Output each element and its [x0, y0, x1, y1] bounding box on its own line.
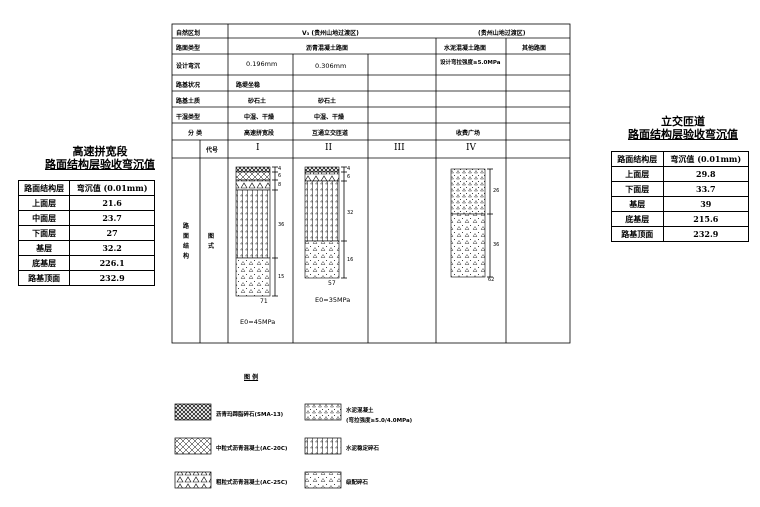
legend-label-sma: 沥青玛蹄脂碎石(SMA-13) [216, 412, 284, 418]
legend-swatch-ac25 [174, 471, 212, 489]
diagram-label: 图式 [208, 233, 215, 250]
class-1: 高速拼宽段 [244, 130, 275, 137]
col2-e0: E0=35MPa [315, 296, 351, 304]
row-label-pave-type: 路面类型 [176, 45, 201, 52]
deflection-1: 0.196mm [246, 60, 278, 68]
legend-swatch-ac20 [174, 437, 212, 455]
legend-label-graded: 级配碎石 [346, 480, 369, 486]
col1-dim-5: 15 [278, 274, 285, 280]
legend-label-ac20: 中粒式沥青混凝土(AC-20C) [216, 446, 288, 452]
wet-1: 中湿、干燥 [244, 114, 275, 121]
col2-total: 57 [328, 280, 336, 287]
row-label-class: 分 类 [188, 130, 203, 137]
soil-2: 砂石土 [318, 98, 337, 105]
right-title: 立交匝道 [661, 115, 705, 128]
code-label: 代号 [206, 147, 219, 154]
left-subtitle: 路面结构层验收弯沉值 [45, 158, 155, 171]
row-label-soil: 路基土质 [176, 98, 201, 105]
col4-dim-2: 36 [493, 242, 500, 248]
col1-e0: E0=45MPa [240, 318, 276, 326]
zone-value: V₃ (贵州山地过渡区) [302, 30, 359, 37]
deflection-2: 0.306mm [315, 62, 347, 70]
col1-dim-3: 8 [278, 182, 282, 188]
class-2: 互通立交匝道 [312, 130, 349, 137]
col1-total: 71 [260, 298, 268, 305]
col2-dim-2: 6 [347, 174, 351, 180]
right-subtitle: 路面结构层验收弯沉值 [628, 128, 738, 141]
code-i: I [256, 143, 260, 153]
code-iii: III [394, 143, 405, 153]
row-label-wet: 干湿类型 [176, 114, 201, 121]
col1-dim-2: 6 [278, 173, 282, 179]
row-label-deflection: 设计弯沉 [176, 63, 201, 70]
col2-dim-1: 4 [347, 166, 351, 172]
legend-label-ac25: 粗粒式沥青混凝土(AC-25C) [216, 480, 288, 486]
table-header: 路面结构层弯沉值 (0.01mm) [17, 180, 155, 196]
pave-type-other: 其他路面 [522, 45, 547, 52]
legend-swatch-cement [304, 403, 342, 421]
class-4: 收费广场 [456, 130, 481, 137]
legend-swatch-graded [304, 471, 342, 489]
col1-dim-1: 4 [278, 166, 282, 172]
zone-value-right: (贵州山地过渡区) [478, 30, 526, 37]
col2-dim-3: 32 [347, 210, 354, 216]
legend-label-cement-strength: (弯拉强度≥5.0/4.0MPa) [346, 418, 413, 424]
legend-label-cement: 水泥混凝土 [346, 408, 374, 414]
col4-total: 62 [488, 277, 495, 283]
table-header: 路面结构层弯沉值 (0.01mm) [611, 151, 750, 167]
legend-title: 图 例 [244, 374, 259, 381]
left-title: 高速拼宽段 [72, 145, 128, 158]
legend-swatch-stabilized [304, 437, 342, 455]
legend-label-stabilized: 水泥稳定碎石 [346, 446, 380, 452]
row-label-roadbed: 路基状况 [176, 82, 201, 89]
pave-type-cement: 水泥混凝土路面 [444, 45, 487, 52]
code-iv: IV [466, 143, 477, 153]
soil-1: 砂石土 [248, 98, 267, 105]
col4-dim-1: 26 [493, 188, 500, 194]
pave-type-asphalt: 沥青混凝土路面 [306, 45, 349, 52]
col1-dim-4: 36 [278, 222, 285, 228]
roadbed-state: 路堤坐稳 [236, 82, 261, 89]
col2-dim-4: 16 [347, 257, 354, 263]
side-label-structure: 路面结构 [183, 223, 190, 260]
flex-strength: 设计弯拉强度≥5.0MPa [440, 60, 501, 66]
legend-swatch-sma [174, 403, 212, 421]
row-label-zone: 自然区划 [176, 30, 201, 37]
code-ii: II [325, 143, 333, 153]
wet-2: 中湿、干燥 [314, 114, 345, 121]
